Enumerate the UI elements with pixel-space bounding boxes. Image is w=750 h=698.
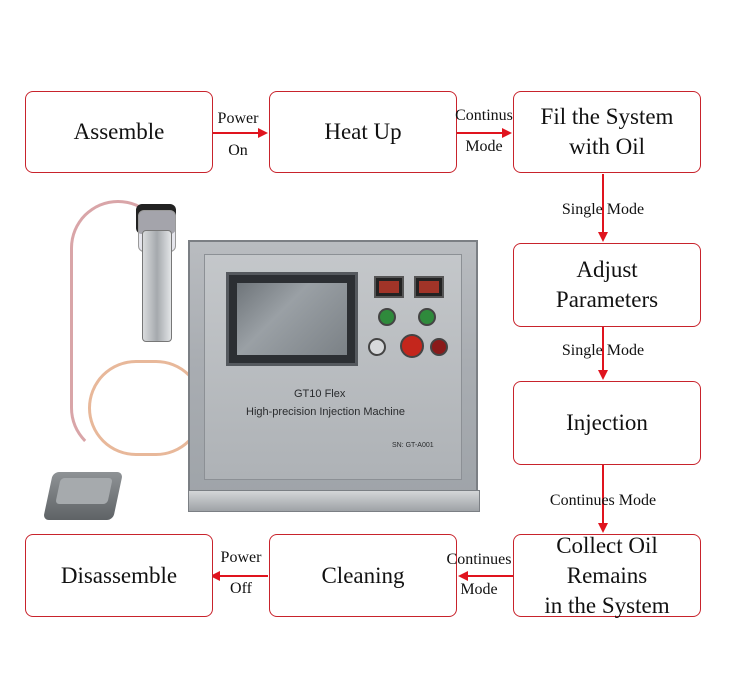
machine-photo: GT10 Flex High-precision Injection Machi…: [40, 190, 490, 520]
cabinet-base: [188, 490, 480, 512]
white-button: [368, 338, 386, 356]
label-continus-1: Continus: [455, 107, 513, 124]
step-adjust-parameters: Adjust Parameters: [513, 243, 701, 327]
step-fill-oil: Fil the System with Oil: [513, 91, 701, 173]
label-single-mode-b: Single Mode: [561, 342, 645, 359]
green-button-2: [418, 308, 436, 326]
machine-model: GT10 Flex: [294, 388, 346, 400]
step-collect-line1: Collect Oil Remains: [556, 532, 658, 588]
label-continues-2: Mode: [460, 581, 498, 598]
label-power-off-2: Off: [230, 580, 252, 597]
touch-screen: [226, 272, 358, 366]
label-power-on-2: On: [228, 142, 248, 159]
label-continues-1: Continues: [446, 551, 512, 568]
step-adjust-line2: Parameters: [555, 287, 659, 312]
temp-controller-1: [374, 276, 404, 298]
red-button: [430, 338, 448, 356]
step-disassemble: Disassemble: [25, 534, 213, 617]
step-fill-line1: Fil the System: [540, 104, 674, 129]
step-fill-line2: with Oil: [568, 134, 646, 159]
step-heat-up-label: Heat Up: [324, 119, 402, 144]
label-single-mode-a: Single Mode: [561, 201, 645, 218]
step-cleaning: Cleaning: [269, 534, 457, 617]
emergency-stop: [400, 334, 424, 358]
step-cleaning-label: Cleaning: [321, 562, 405, 588]
injection-gun: [142, 230, 172, 342]
hose: [70, 200, 166, 456]
label-power-off-1: Power: [220, 549, 262, 566]
green-button-1: [378, 308, 396, 326]
step-collect-line2: in the System: [544, 592, 670, 618]
label-power-on-1: Power: [217, 110, 259, 127]
step-heat-up: Heat Up: [269, 91, 457, 173]
machine-cabinet: GT10 Flex High-precision Injection Machi…: [188, 240, 478, 510]
label-continus-2: Mode: [465, 138, 503, 155]
temp-controller-2: [414, 276, 444, 298]
step-adjust-line1: Adjust: [576, 257, 638, 282]
step-assemble: Assemble: [25, 91, 213, 173]
step-injection: Injection: [513, 381, 701, 465]
label-continues-mode: Continues Mode: [549, 492, 657, 509]
step-collect-oil: Collect Oil Remains in the System: [513, 532, 701, 618]
machine-serial: SN: GT-A001: [392, 442, 434, 449]
step-disassemble-label: Disassemble: [60, 562, 178, 588]
step-injection-label: Injection: [566, 410, 648, 435]
machine-name: High-precision Injection Machine: [246, 406, 405, 418]
step-assemble-label: Assemble: [73, 119, 165, 144]
